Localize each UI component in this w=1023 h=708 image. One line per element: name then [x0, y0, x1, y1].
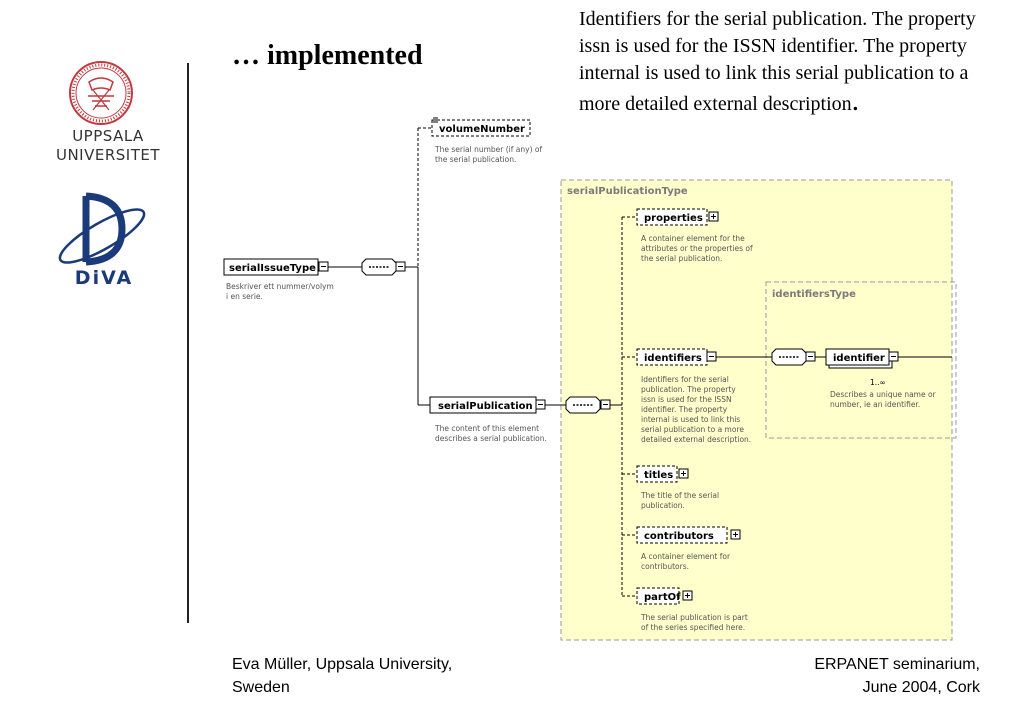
partof-label: partOf — [644, 592, 681, 603]
description-main: Identifiers for the serial publication. … — [579, 8, 976, 115]
attribute-lines-icon — [433, 117, 438, 123]
contributors-note-line2: contributors. — [641, 562, 689, 571]
contributors-note-line1: A container element for — [641, 552, 731, 561]
uppsala-line1: UPPSALA — [72, 127, 144, 145]
identifier-note-line1: Describes a unique name or — [830, 390, 937, 399]
titles-note-line1: The title of the serial — [640, 491, 719, 500]
volume-number-note-line1: The serial number (if any) of — [434, 145, 542, 154]
serial-issue-type-note-line2: i en serie. — [226, 292, 263, 301]
identifier-note-line2: number, ie an identifier. — [830, 400, 920, 409]
properties-box[interactable] — [636, 208, 708, 226]
identifiers-type-label: identifiersType — [772, 289, 856, 300]
identifiers-note-line6: serial publication to a more — [641, 425, 744, 434]
description-end: . — [851, 84, 860, 117]
identifiers-note-line4: identifier. The property — [641, 405, 728, 414]
properties-note-line1: A container element for the — [641, 234, 745, 243]
properties-note-line3: the serial publication. — [641, 254, 722, 263]
identifiers-label: identifiers — [644, 353, 702, 364]
serial-publication-type-label: serialPublicationType — [567, 186, 688, 197]
identifiers-note-line1: Identifiers for the serial — [641, 375, 729, 384]
partof-note-line2: of the series specified here. — [641, 623, 745, 632]
identifier-label: identifier — [833, 353, 885, 364]
serial-publication-note-line1: The content of this element — [434, 424, 539, 433]
footer-right-line1: ERPANET seminarium, — [814, 656, 980, 673]
serial-publication-note-line2: describes a serial publication. — [435, 434, 547, 443]
identifiers-note-line7: detailed external description. — [641, 435, 751, 444]
titles-note-line2: publication. — [641, 501, 685, 510]
diva-wordmark: DiVA — [75, 267, 133, 286]
partof-box[interactable] — [636, 587, 680, 605]
identifier-multiplicity: 1..∞ — [870, 378, 886, 387]
identifiers-note-line2: publication. The property — [641, 385, 736, 394]
footer-left-line1: Eva Müller, Uppsala University, — [232, 656, 453, 673]
uppsala-seal-logo — [69, 61, 133, 125]
uppsala-wordmark: UPPSALA UNIVERSITET — [38, 127, 178, 165]
contributors-box[interactable] — [636, 526, 728, 544]
footer-event: ERPANET seminarium, June 2004, Cork — [680, 653, 980, 699]
sequence-compositor-icon[interactable] — [361, 258, 397, 276]
identifiers-note-line5: internal is used to link this — [641, 415, 740, 424]
titles-box[interactable] — [636, 465, 678, 483]
vertical-divider — [187, 63, 189, 623]
partof-note-line1: The serial publication is part — [640, 613, 748, 622]
footer-right-line2: June 2004, Cork — [862, 679, 980, 696]
properties-note-line2: attributes or the properties of — [641, 244, 753, 253]
sequence-compositor-icon[interactable] — [565, 396, 601, 414]
contributors-label: contributors — [644, 531, 714, 542]
description-text: Identifiers for the serial publication. … — [579, 6, 989, 118]
diva-logo: DiVA — [58, 192, 146, 286]
footer-author: Eva Müller, Uppsala University, Sweden — [232, 653, 452, 699]
serial-publication-type-panel — [560, 179, 953, 641]
properties-label: properties — [644, 213, 703, 224]
serial-issue-type-label: serialIssueType — [229, 263, 316, 274]
identifiers-note-line3: issn is used for the ISSN — [641, 395, 732, 404]
volume-number-box[interactable] — [431, 119, 531, 137]
connectors — [324, 127, 952, 597]
serial-issue-type-note-line1: Beskriver ett nummer/volym — [226, 282, 334, 291]
identifiers-type-panel — [765, 281, 957, 439]
serial-issue-type-box[interactable] — [223, 258, 319, 276]
slide-heading: … implemented — [232, 40, 423, 71]
volume-number-note-line2: the serial publication. — [435, 155, 516, 164]
volume-number-label: volumeNumber — [439, 124, 525, 135]
serial-publication-label: serialPublication — [438, 401, 533, 412]
uppsala-line2: UNIVERSITET — [55, 146, 161, 164]
titles-label: titles — [644, 470, 673, 481]
sequence-compositor-icon[interactable] — [771, 348, 807, 366]
footer-left-line2: Sweden — [232, 679, 290, 696]
